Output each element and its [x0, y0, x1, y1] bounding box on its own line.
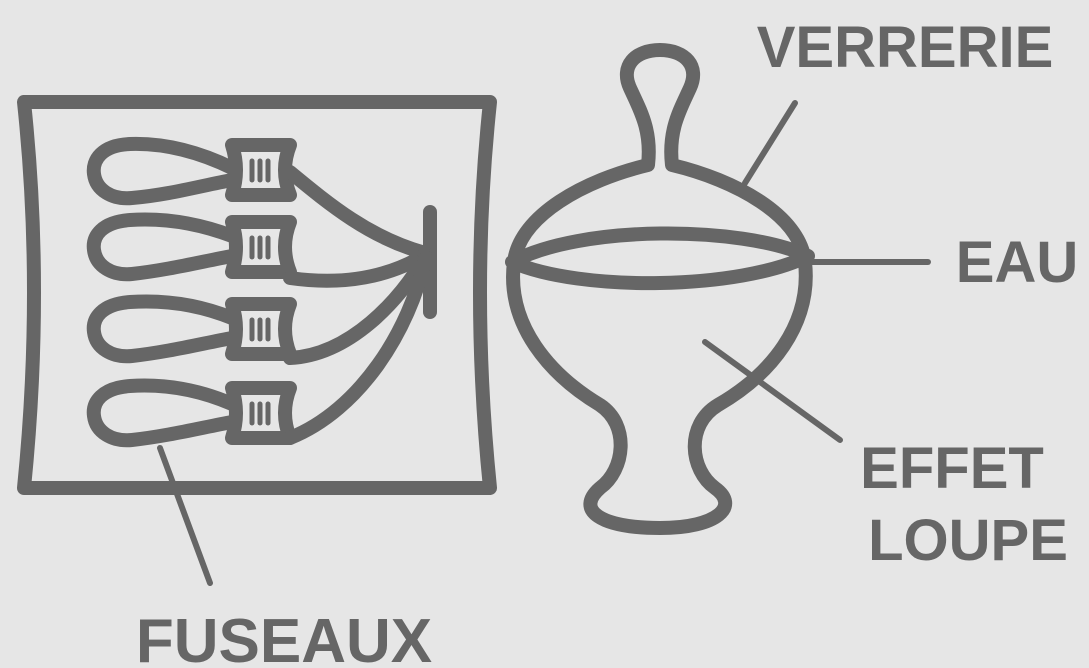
glass-vessel [506, 43, 813, 535]
bobbin-3-loop [86, 294, 239, 364]
label-loupe: LOUPE [868, 508, 1068, 573]
bobbin-2-ticks [249, 235, 271, 260]
label-effet: EFFET [860, 436, 1044, 501]
leader-verrerie [742, 100, 798, 186]
bobbin-1-spool [225, 138, 297, 202]
water-surface [505, 226, 815, 291]
label-fuseaux: FUSEAUX [136, 607, 432, 668]
bobbin-4 [86, 252, 432, 448]
pillow-frame [17, 95, 497, 495]
bobbin-4-thread [283, 252, 432, 445]
bobbin-3-ticks [249, 317, 271, 342]
bobbin-2 [86, 212, 432, 288]
bobbin-2-loop [86, 212, 239, 282]
label-verrerie: VERRERIE [757, 15, 1054, 80]
bobbin-2-thread [283, 248, 432, 288]
bobbin-1-loop [86, 136, 239, 206]
bobbin-4-ticks [249, 401, 271, 426]
bobbin-1-thread [283, 165, 432, 260]
bobbin-4-loop [86, 378, 239, 448]
glass-globe [505, 43, 815, 535]
bobbin-1 [86, 136, 432, 260]
bobbin-1-ticks [249, 158, 271, 183]
leader-fuseaux [157, 445, 213, 586]
label-eau: EAU [956, 230, 1078, 295]
leader-lines [157, 100, 931, 586]
leader-effet-loupe [702, 339, 843, 443]
lace-pillow [17, 95, 497, 495]
